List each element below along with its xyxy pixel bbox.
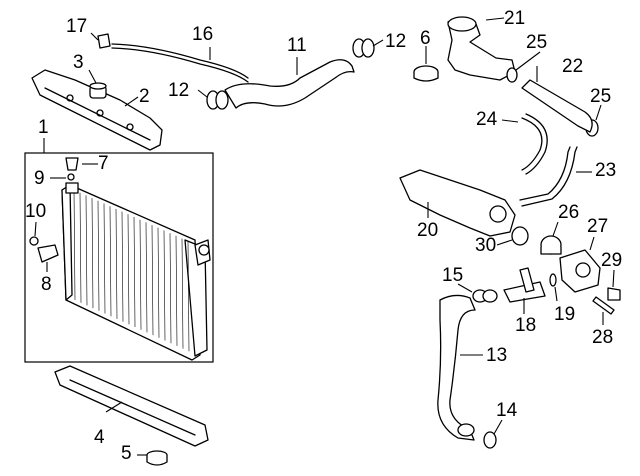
water-outlet xyxy=(447,16,516,81)
bypass-hose xyxy=(521,79,593,133)
callout-15: 15 xyxy=(442,265,464,286)
callout-12-lower: 12 xyxy=(168,80,190,101)
temperature-sensor xyxy=(607,287,621,301)
hose-clamp-lower xyxy=(206,90,229,110)
thermostat xyxy=(540,235,562,255)
radiator-cap xyxy=(413,65,439,82)
callout-12-upper: 12 xyxy=(385,31,407,52)
callout-19: 19 xyxy=(554,304,576,325)
callout-30: 30 xyxy=(475,235,497,256)
callout-21: 21 xyxy=(504,8,526,29)
callout-13: 13 xyxy=(486,345,508,366)
callout-20: 20 xyxy=(417,220,439,241)
hose-clip xyxy=(97,33,111,49)
water-inlet-pipe xyxy=(503,267,546,303)
callout-9: 9 xyxy=(34,168,45,189)
lower-support-bracket xyxy=(54,365,209,447)
clamp-15 xyxy=(472,289,498,303)
o-ring-inlet xyxy=(549,273,557,287)
callout-1: 1 xyxy=(38,117,49,138)
bolt xyxy=(592,296,615,315)
upper-support-bracket xyxy=(31,69,163,151)
callout-17: 17 xyxy=(66,16,88,37)
callout-26: 26 xyxy=(558,202,580,223)
lower-cushion xyxy=(146,450,168,466)
water-pipe xyxy=(519,146,571,201)
callout-29: 29 xyxy=(601,250,623,271)
upper-cushion xyxy=(89,82,107,99)
lower-radiator-hose xyxy=(437,294,476,441)
callout-27: 27 xyxy=(587,216,609,237)
drain-cock xyxy=(65,157,79,181)
callout-28: 28 xyxy=(592,327,614,348)
callout-6: 6 xyxy=(420,28,431,49)
hose-clamp-upper xyxy=(352,38,375,58)
callout-25-upper: 25 xyxy=(526,32,548,53)
clamp-14 xyxy=(483,431,497,449)
callout-5: 5 xyxy=(121,443,132,464)
radiator-core xyxy=(61,182,211,361)
callout-16: 16 xyxy=(192,24,214,45)
leader-lines xyxy=(34,17,615,456)
callout-4: 4 xyxy=(94,427,105,448)
callout-14: 14 xyxy=(496,400,518,421)
thermostat-housing xyxy=(559,249,601,293)
callout-3: 3 xyxy=(73,52,84,73)
callout-8: 8 xyxy=(41,274,52,295)
upper-radiator-hose xyxy=(224,59,355,109)
small-hose xyxy=(521,117,543,171)
callout-24: 24 xyxy=(476,109,498,130)
callout-2: 2 xyxy=(139,86,150,107)
callout-22: 22 xyxy=(562,56,584,77)
overflow-hose xyxy=(111,43,249,79)
clamp-outlet xyxy=(506,67,518,83)
drain-plug xyxy=(37,244,59,263)
radiator-assembly-box xyxy=(24,152,214,363)
callout-25-lower: 25 xyxy=(590,86,612,107)
callout-18: 18 xyxy=(515,315,537,336)
callout-11: 11 xyxy=(287,35,307,56)
o-ring xyxy=(29,236,39,246)
thermostat-gasket xyxy=(511,226,529,246)
inlet-housing xyxy=(399,169,516,237)
callout-23: 23 xyxy=(595,160,617,181)
callout-10: 10 xyxy=(25,201,47,222)
callout-7: 7 xyxy=(98,153,109,174)
